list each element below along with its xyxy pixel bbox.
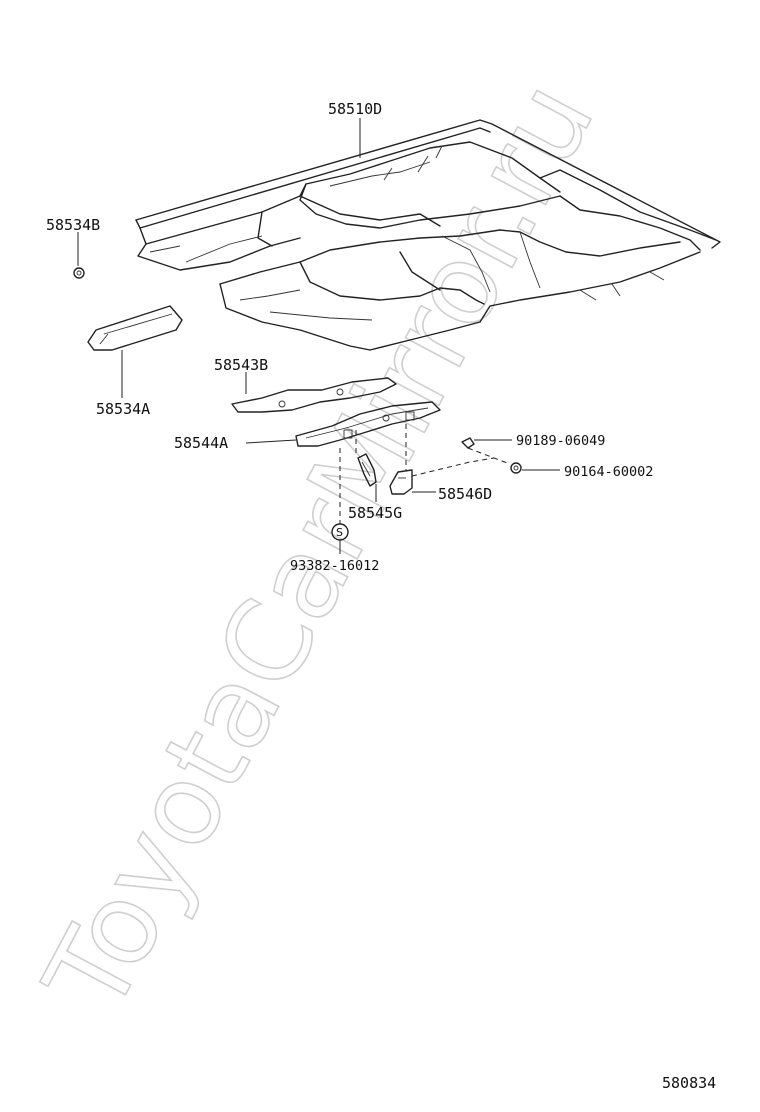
nut-90164-drawing [510, 462, 560, 474]
label-90189-06049: 90189-06049 [516, 433, 605, 449]
label-58544a: 58544A [174, 434, 228, 452]
pad-58534a-drawing [87, 305, 183, 398]
label-58534a: 58534A [96, 400, 150, 418]
watermark: ToyotaCarMirror.ru [21, 62, 620, 1034]
label-58545g: 58545G [348, 504, 402, 522]
label-58546d: 58546D [438, 485, 492, 503]
bracket-58545g-drawing [355, 430, 377, 502]
label-93382-16012: 93382-16012 [290, 558, 379, 574]
diagram-id: 580834 [662, 1074, 716, 1092]
label-58510d: 58510D [328, 100, 382, 118]
bracket-58546d-drawing [389, 424, 495, 495]
grommet-93382-drawing: S [331, 448, 349, 554]
label-58534b: 58534B [46, 216, 100, 234]
standard-part-symbol: S [336, 526, 343, 539]
label-58543b: 58543B [214, 356, 268, 374]
bracket-58544a-drawing [245, 401, 441, 447]
bracket-58543b-drawing [231, 372, 397, 413]
clip-58534b-drawing [73, 232, 85, 279]
floor-carpet-drawing [135, 119, 721, 351]
label-90164-60002: 90164-60002 [564, 464, 653, 480]
bolt-90189-drawing [461, 437, 512, 465]
